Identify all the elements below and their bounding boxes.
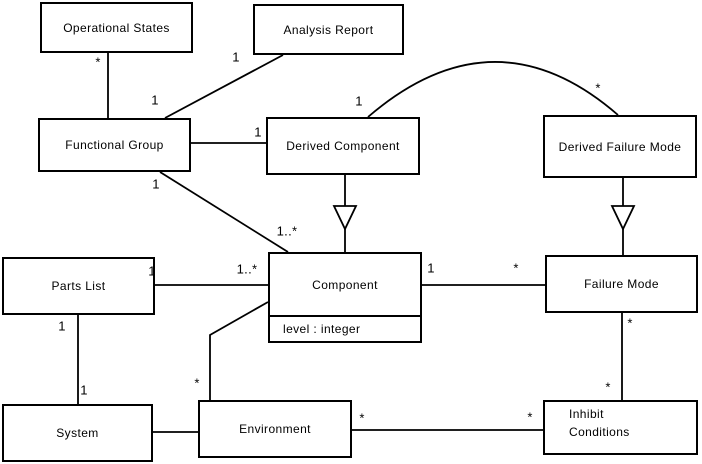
generalization-triangle-icon: [332, 205, 358, 232]
class-name-system: System: [56, 426, 99, 440]
multiplicity-label-derived-failure-mode: *: [595, 80, 601, 96]
class-name-derived-component: Derived Component: [286, 139, 400, 153]
class-box-failure-mode: Failure Mode: [545, 255, 698, 313]
class-attribute: level : integer: [283, 322, 361, 336]
class-box-derived-component: Derived Component: [266, 117, 420, 175]
multiplicity-label-parts-list: 1: [148, 263, 156, 279]
class-box-inhibit-conditions: Inhibit Conditions: [543, 400, 698, 455]
class-name-functional-group: Functional Group: [65, 138, 164, 152]
multiplicity-label-functional-group: 1: [152, 176, 160, 192]
class-name-failure-mode: Failure Mode: [584, 277, 659, 291]
class-name-environment: Environment: [239, 422, 311, 436]
multiplicity-label-environment: *: [359, 410, 365, 426]
class-name-analysis-report: Analysis Report: [283, 22, 374, 37]
multiplicity-label-inhibit-conditions: *: [605, 379, 611, 395]
class-box-derived-failure-mode: Derived Failure Mode: [543, 115, 697, 178]
multiplicity-label-derived-component: 1: [355, 93, 363, 109]
multiplicity-label-failure-mode: *: [627, 315, 633, 331]
association-line-environment-to-component: [209, 301, 269, 400]
multiplicity-label-failure-mode: *: [513, 260, 519, 276]
class-attributes-component: level : integer: [270, 315, 420, 341]
class-name-operational-states: Operational States: [63, 20, 170, 35]
class-box-operational-states: Operational States: [40, 2, 193, 53]
multiplicity-label-inhibit-conditions: *: [527, 409, 533, 425]
association-line-functional-group-to-analysis-report: [164, 54, 284, 119]
multiplicity-label-analysis-report: 1: [232, 49, 240, 65]
multiplicity-label-component: 1: [427, 260, 435, 276]
class-name-component: Component: [312, 277, 378, 292]
class-box-parts-list: Parts List: [2, 257, 155, 315]
multiplicity-label-parts-list: 1: [58, 318, 66, 334]
class-name-derived-failure-mode: Derived Failure Mode: [558, 139, 682, 154]
class-box-environment: Environment: [198, 400, 352, 458]
multiplicity-label-system: 1: [80, 382, 88, 398]
multiplicity-label-operational-states: *: [95, 54, 101, 70]
multiplicity-label-environment: *: [194, 375, 200, 391]
generalization-triangle-icon: [610, 205, 636, 232]
class-box-system: System: [2, 404, 153, 462]
class-name-inhibit-conditions: Inhibit Conditions: [569, 407, 630, 439]
class-box-functional-group: Functional Group: [38, 118, 191, 172]
class-box-component: Component level : integer: [268, 252, 422, 343]
multiplicity-label-derived-component: 1: [254, 124, 262, 140]
association-arc-derived-component-to-derived-failure-mode: [367, 61, 619, 118]
association-line-functional-group-to-component: [159, 171, 289, 253]
class-box-analysis-report: Analysis Report: [253, 4, 404, 55]
class-name-parts-list: Parts List: [51, 279, 106, 293]
multiplicity-label-component: 1..*: [276, 223, 298, 239]
multiplicity-label-functional-group: 1: [151, 92, 159, 108]
multiplicity-label-component: 1..*: [236, 261, 258, 277]
